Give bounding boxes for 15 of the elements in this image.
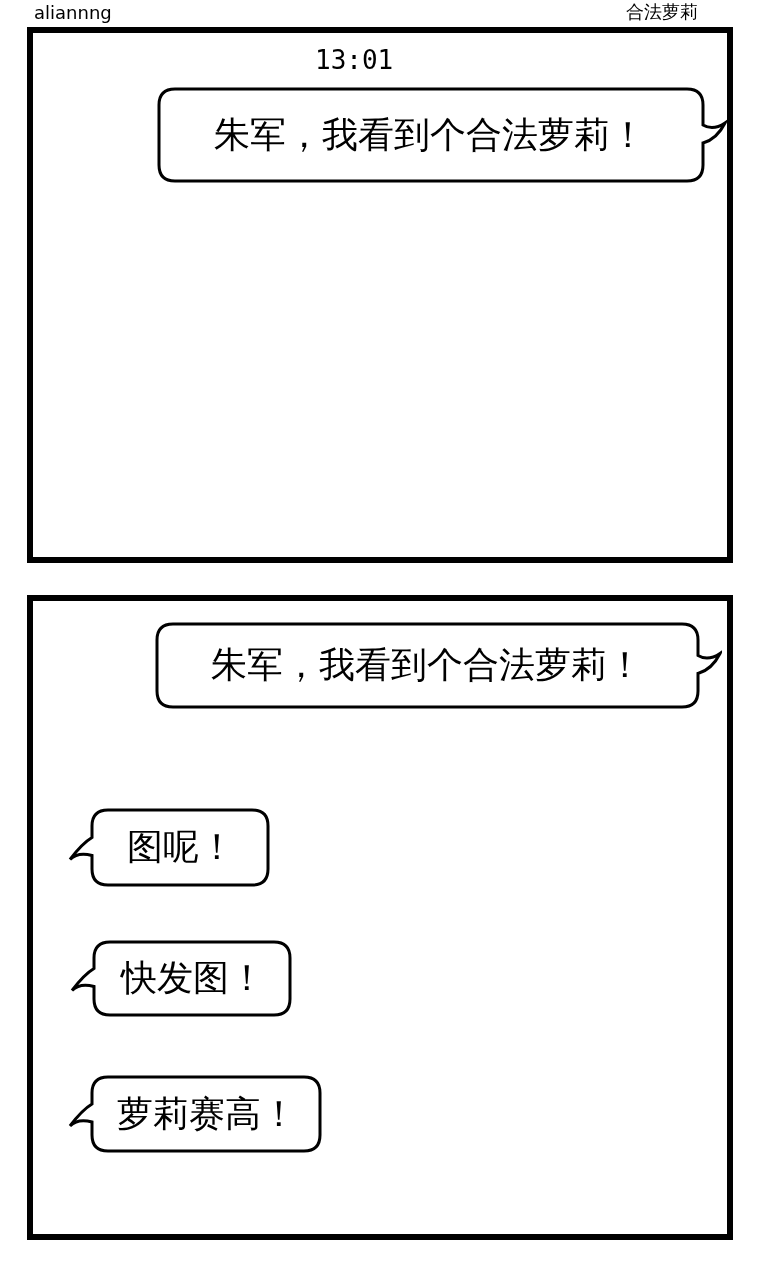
message-text: 萝莉赛高！	[117, 1091, 297, 1136]
message-text: 朱军，我看到个合法萝莉！	[214, 112, 646, 157]
message-text: 图呢！	[127, 825, 235, 869]
message-text: 朱军，我看到个合法萝莉！	[210, 643, 643, 687]
speech-bubble	[70, 940, 292, 1017]
speech-bubble	[155, 622, 722, 709]
author-name: aliannng	[34, 2, 112, 23]
comic-title: 合法萝莉	[626, 0, 698, 24]
speech-bubble	[68, 808, 270, 887]
comic-panel	[27, 595, 733, 1240]
comic-panel	[27, 27, 733, 563]
speech-bubble	[68, 1075, 322, 1153]
timestamp: 13:01	[315, 45, 394, 75]
message-text: 快发图！	[121, 956, 265, 1000]
speech-bubble	[157, 87, 727, 183]
